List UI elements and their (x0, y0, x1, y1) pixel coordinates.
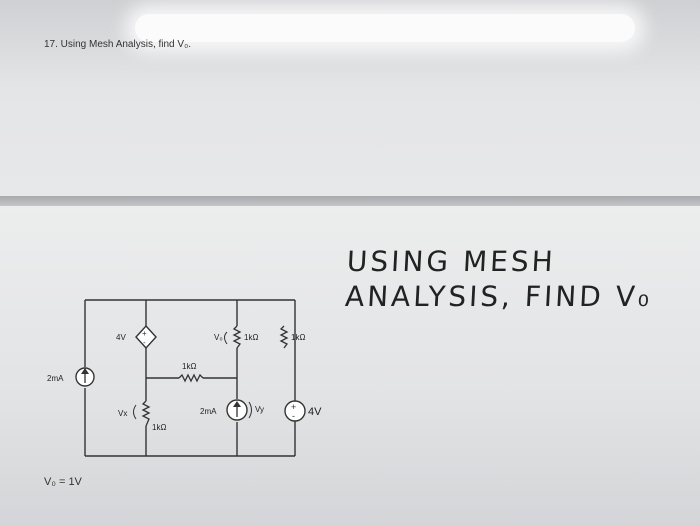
label-1k-top1: 1kΩ (244, 333, 258, 342)
label-1k-bottom: 1kΩ (152, 423, 166, 432)
svg-text:-: - (143, 338, 146, 347)
light-glare (135, 14, 635, 42)
circuit-wires (84, 299, 296, 457)
label-vo: V₀ (214, 333, 223, 342)
screen-lower-area (0, 206, 700, 525)
voltage-source-right: + - (284, 400, 306, 422)
svg-text:-: - (292, 411, 295, 421)
dependent-voltage-source: + - (135, 324, 157, 350)
resistor-middle (178, 373, 204, 383)
label-1k-top2: 1kΩ (291, 333, 305, 342)
label-vy: Vy (255, 405, 264, 414)
current-source-left (75, 367, 95, 387)
label-4v-dependent: 4V (116, 333, 126, 342)
label-2ma-mid: 2mA (200, 407, 217, 416)
resistor-top-right (279, 325, 289, 349)
label-4v-right: 4V (308, 406, 322, 418)
label-vx: Vx (118, 409, 127, 418)
answer-text: V₀ = 1V (44, 476, 82, 488)
current-source-middle (226, 399, 252, 421)
svg-text:+: + (142, 329, 147, 338)
label-1k-mid: 1kΩ (182, 362, 196, 371)
question-text: 17. Using Mesh Analysis, find V₀. (44, 39, 191, 50)
label-2ma-left: 2mA (47, 374, 64, 383)
resistor-vx (133, 400, 151, 427)
divider-bar (0, 196, 700, 206)
resistor-vo (224, 325, 242, 349)
svg-text:+: + (291, 402, 296, 412)
